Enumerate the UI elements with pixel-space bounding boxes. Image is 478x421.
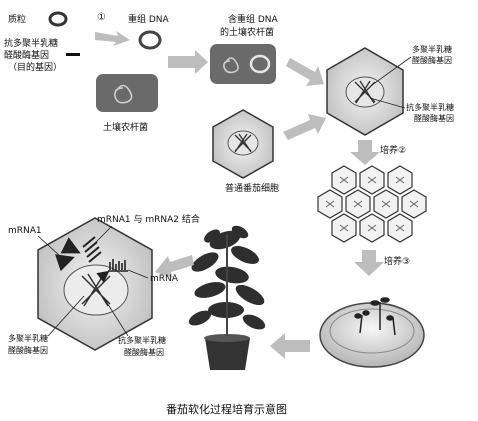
transformed-cell-chromosome <box>354 80 376 104</box>
recombinant-dna-label: 重组 DNA <box>128 13 170 25</box>
mrna1-arrow <box>54 254 75 272</box>
arrow-to-recombinant <box>95 31 130 46</box>
cell-pg-gene-pointer <box>47 295 85 337</box>
normal-cell-chromosome <box>234 133 252 153</box>
plant-pot-rim <box>204 334 250 342</box>
petri-dish <box>319 302 425 368</box>
agro-dna-chromosome <box>223 57 239 74</box>
plant-pot <box>205 338 250 370</box>
arrow-culture-3 <box>354 250 384 276</box>
anti-pg-gene-label-1: 抗多聚半乳糖 <box>406 102 454 112</box>
antisense-gene-label-1: 抗多聚半乳糖 <box>4 37 58 49</box>
mrna1-arrow-2 <box>60 237 81 254</box>
arrow-normal-to-transformed <box>283 114 326 140</box>
arrow-to-agro-dna <box>168 50 208 74</box>
agro-dna-plasmid <box>249 54 271 74</box>
detail-cell-chromosome <box>81 273 111 307</box>
mrna1-pointer <box>37 235 61 257</box>
mrna-strands <box>82 236 128 272</box>
plasmid-ring <box>48 11 68 27</box>
anti-pg-gene-pointer <box>369 97 406 109</box>
agro-dna-label-2: 的土壤农杆菌 <box>220 26 274 38</box>
cell-anti-gene-label-2: 醛酸酶基因 <box>124 347 164 357</box>
cell-pg-gene-label-2: 醛酸酶基因 <box>8 345 48 355</box>
figure-caption: 番茄软化过程培育示意图 <box>166 402 287 416</box>
mrna1-label: mRNA1 <box>8 226 42 236</box>
callus-chromosomes <box>325 176 419 232</box>
arrow-to-detail-cell <box>155 255 194 278</box>
plasmid-label: 质粒 <box>8 13 26 25</box>
agrobacterium-label: 土壤农杆菌 <box>103 121 148 133</box>
pg-gene-label-1: 多聚半乳糖 <box>412 44 452 54</box>
tomato-plant <box>188 225 266 370</box>
petri-dish-rim <box>329 308 415 354</box>
mrna-label: mRNA <box>150 274 179 284</box>
cell-anti-gene-label-1: 抗多聚半乳糖 <box>118 335 166 345</box>
target-gene-label: （目的基因） <box>8 61 62 73</box>
gene-fragment <box>66 53 80 56</box>
pg-gene-label-2: 醛酸酶基因 <box>412 55 452 65</box>
step-1-marker: ① <box>97 12 106 23</box>
mrna-bind-pointer <box>94 225 113 244</box>
culture-3-label: 培养③ <box>384 255 410 267</box>
plant-foliage <box>188 225 266 330</box>
cell-pg-gene-label-1: 多聚半乳糖 <box>8 333 48 343</box>
callus-cluster <box>317 165 427 243</box>
antisense-gene-label-2: 醛酸酶基因 <box>4 49 49 61</box>
arrow-culture-2 <box>350 140 380 165</box>
agrobacterium-dna <box>114 84 133 104</box>
arrow-to-transformed-cell <box>286 58 324 86</box>
cell-anti-gene-pointer <box>103 297 129 337</box>
agro-dna-label-1: 含重组 DNA <box>228 13 279 25</box>
arrow-to-plant <box>270 333 310 359</box>
mrna-bind-label: mRNA1 与 mRNA2 结合 <box>97 213 200 225</box>
culture-2-label: 培养② <box>380 144 406 156</box>
recombinant-dna-ring <box>138 30 162 50</box>
normal-cell-label: 普通番茄细胞 <box>225 182 279 194</box>
mrna-arrow <box>96 270 110 283</box>
agro-dna-cell <box>210 44 276 84</box>
mrna-pointer <box>127 269 149 279</box>
agrobacterium-cell <box>96 74 158 112</box>
pg-gene-pointer <box>371 56 412 86</box>
seedlings <box>354 297 396 336</box>
anti-pg-gene-label-2: 醛酸酶基因 <box>414 113 454 123</box>
